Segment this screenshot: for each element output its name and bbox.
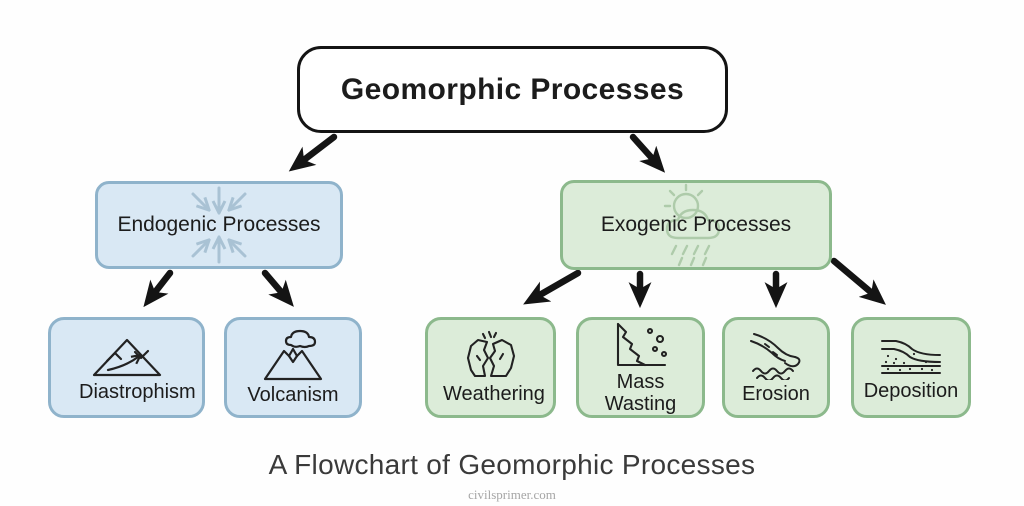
node-mass-wasting: Mass Wasting bbox=[576, 317, 705, 418]
node-deposition: Deposition bbox=[851, 317, 971, 418]
diagram-caption: A Flowchart of Geomorphic Processes bbox=[268, 449, 756, 480]
node-diastrophism: Diastrophism bbox=[48, 317, 205, 418]
volcanism-label: Volcanism bbox=[247, 384, 339, 406]
slope-rockfall-icon bbox=[609, 320, 673, 368]
root-label: Geomorphic Processes bbox=[340, 72, 685, 106]
arrow-root-to-endogenic bbox=[288, 133, 338, 172]
diastrophism-label: Diastrophism bbox=[79, 381, 196, 403]
node-weathering: Weathering bbox=[425, 317, 556, 418]
exogenic-label: Exogenic Processes bbox=[600, 213, 792, 236]
node-exogenic-processes: Exogenic Processes bbox=[560, 180, 832, 270]
weathering-label: Weathering bbox=[443, 383, 545, 405]
arrow-exogenic-to-weathering bbox=[523, 269, 582, 305]
node-erosion: Erosion bbox=[722, 317, 830, 418]
arrow-endogenic-to-volcanism bbox=[261, 269, 294, 307]
node-endogenic-processes: Endogenic Processes bbox=[95, 181, 343, 269]
arrow-exogenic-to-deposition bbox=[830, 257, 886, 305]
volcano-icon bbox=[257, 329, 329, 381]
sediment-layers-icon bbox=[876, 333, 946, 377]
deposition-label: Deposition bbox=[863, 380, 959, 402]
mass-wasting-label: Mass Wasting bbox=[604, 371, 677, 415]
mountains-uplift-icon bbox=[90, 332, 164, 378]
node-volcanism: Volcanism bbox=[224, 317, 362, 418]
watermark-text: civilsprimer.com bbox=[468, 487, 556, 502]
cracked-rock-icon bbox=[460, 330, 522, 380]
node-geomorphic-processes: Geomorphic Processes bbox=[297, 46, 728, 133]
endogenic-label: Endogenic Processes bbox=[117, 213, 321, 236]
arrow-root-to-exogenic bbox=[629, 133, 666, 173]
erosion-label: Erosion bbox=[742, 383, 810, 405]
arrow-endogenic-to-diastrophism bbox=[143, 269, 174, 308]
flowing-water-icon bbox=[745, 330, 807, 380]
